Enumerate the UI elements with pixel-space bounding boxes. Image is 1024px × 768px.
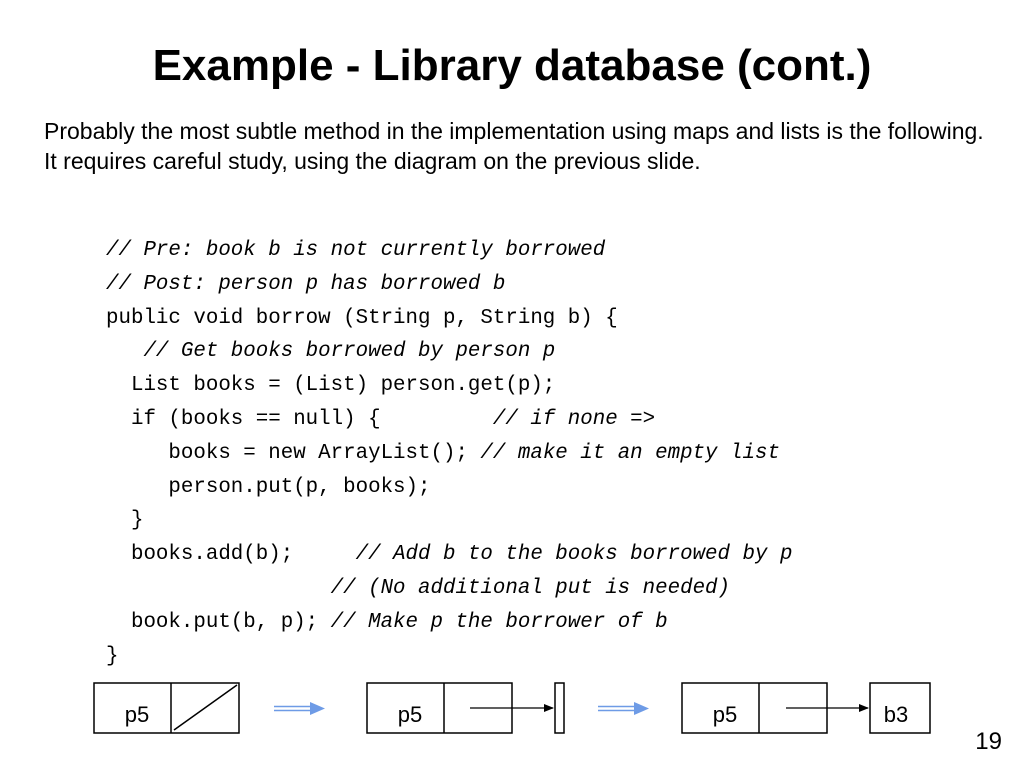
code-line-2: // Post: person p has borrowed b: [106, 272, 506, 296]
code-line-8: person.put(p, books);: [106, 475, 431, 499]
code-line-10: books.add(b); // Add b to the books borr…: [106, 538, 792, 572]
b3-label: b3: [884, 702, 908, 727]
code-line-3: public void borrow (String p, String b) …: [106, 306, 618, 330]
null-pointer-slash: [173, 684, 238, 731]
b3-box: [869, 682, 931, 734]
code-line-4: // Get books borrowed by person p: [106, 340, 556, 364]
code-line-7-comment: // make it an empty list: [467, 441, 780, 465]
code-line-6: if (books == null) { // if none =>: [106, 403, 792, 437]
linked-list-diagram: p5 p5 p5 b3: [93, 682, 931, 734]
code-line-6-code: if (books == null) {: [106, 407, 481, 431]
code-line-9: }: [106, 509, 144, 533]
node-1-box: [93, 682, 240, 734]
node-2-label: p5: [398, 702, 422, 727]
code-line-7: books = new ArrayList(); // make it an e…: [106, 437, 792, 471]
node-3-label: p5: [713, 702, 737, 727]
page-number: 19: [975, 728, 1002, 755]
node-1-label: p5: [125, 702, 149, 727]
node-3: p5 b3: [681, 682, 931, 734]
code-line-5: List books = (List) person.get(p);: [106, 374, 556, 398]
code-line-11: // (No additional put is needed): [106, 576, 731, 600]
intro-paragraph: Probably the most subtle method in the i…: [44, 118, 984, 174]
code-line-12-code: book.put(b, p);: [106, 610, 319, 634]
code-line-1: // Pre: book b is not currently borrowed: [106, 239, 606, 262]
code-line-10-code: books.add(b);: [106, 543, 331, 567]
code-line-7-code: books = new ArrayList();: [106, 441, 468, 465]
empty-list-box: [554, 682, 565, 734]
transition-arrow-1: [274, 702, 325, 715]
slide-title: Example - Library database (cont.): [152, 41, 872, 90]
code-line-12: book.put(b, p); // Make p the borrower o…: [106, 606, 792, 640]
code-block: // Pre: book b is not currently borrowed…: [106, 234, 792, 673]
code-line-12-comment: // Make p the borrower of b: [318, 610, 668, 634]
node-1: p5: [93, 682, 240, 734]
transition-arrow-2: [598, 702, 649, 715]
node-2: p5: [366, 682, 565, 734]
code-line-10-comment: // Add b to the books borrowed by p: [330, 543, 793, 567]
code-line-13: }: [106, 644, 119, 668]
code-line-6-comment: // if none =>: [480, 407, 656, 431]
